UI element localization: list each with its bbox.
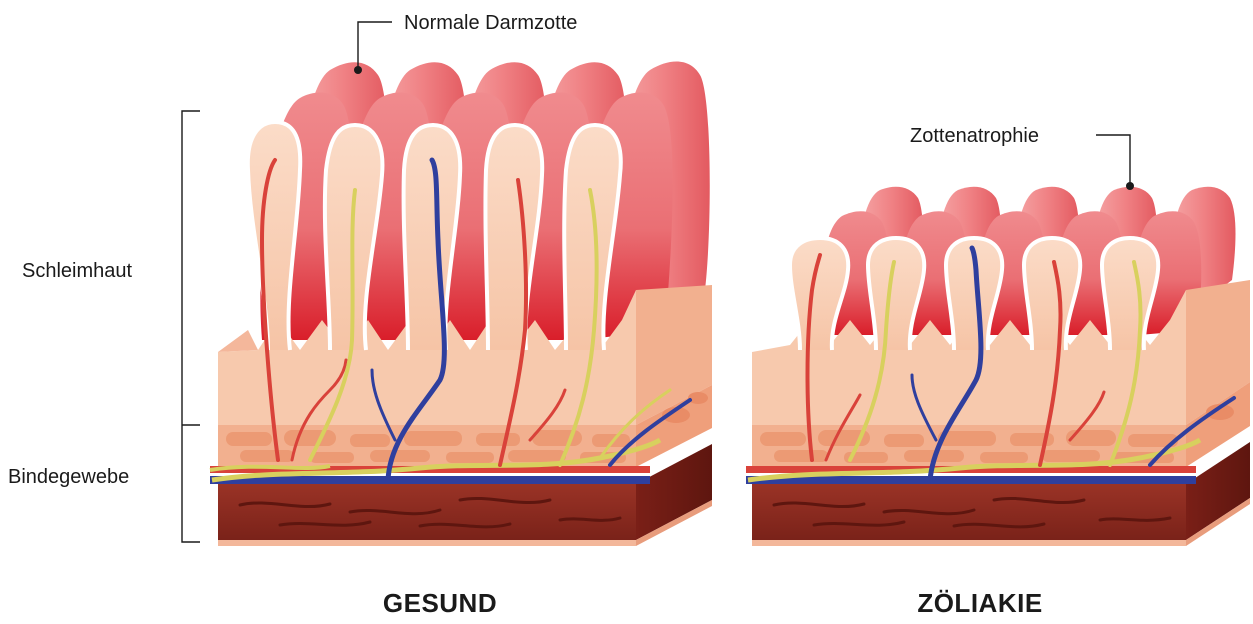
connective-tissue-label: Bindegewebe [8,466,129,488]
healthy-title: GESUND [383,588,497,618]
villous-atrophy-callout: Zottenatrophie [910,125,1134,190]
normal-villus-label: Normale Darmzotte [404,12,577,34]
layer-brackets: Schleimhaut Bindegewebe [8,111,200,542]
healthy-block [210,62,712,546]
mucosa-label: Schleimhaut [22,260,133,282]
celiac-block [746,187,1250,546]
healthy-vein [210,476,650,484]
villous-atrophy-label: Zottenatrophie [910,125,1039,147]
celiac-vein [746,476,1196,484]
normal-villus-callout: Normale Darmzotte [354,12,577,74]
celiac-title: ZÖLIAKIE [917,588,1042,618]
